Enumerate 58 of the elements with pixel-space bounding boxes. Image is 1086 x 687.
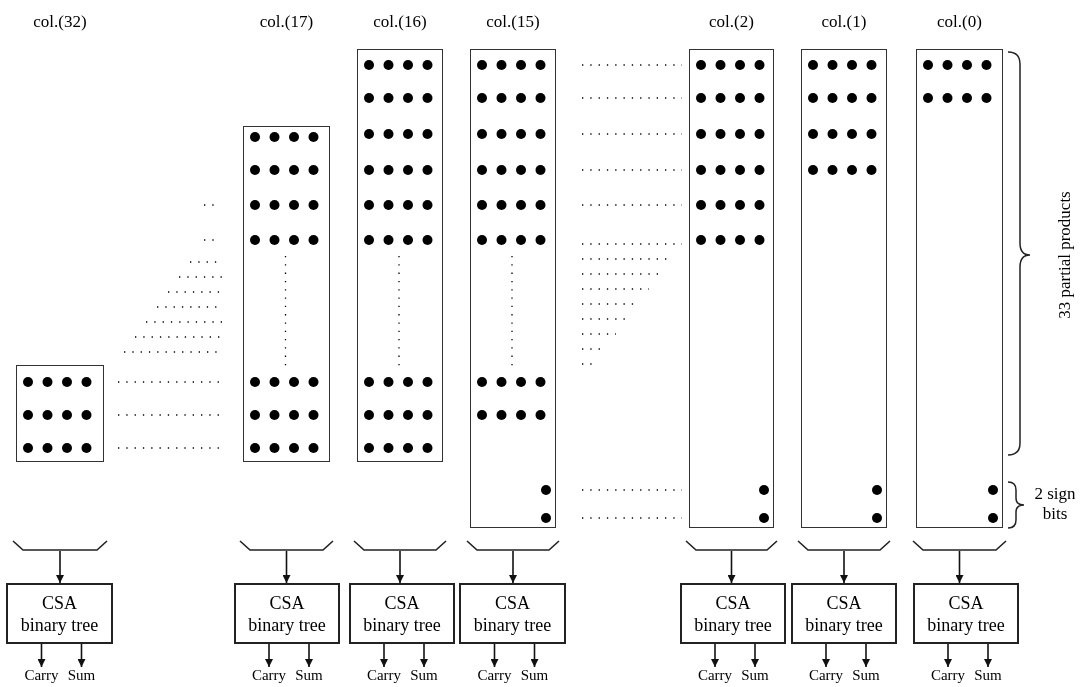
arrow — [265, 643, 273, 668]
output-label: Sum — [739, 667, 771, 683]
column-heading: col.(16) — [372, 12, 428, 32]
arrow — [396, 550, 404, 584]
arrow — [305, 643, 313, 668]
output-label: Sum — [972, 667, 1004, 683]
column-heading: col.(32) — [32, 12, 88, 32]
output-label: Carry — [928, 667, 968, 683]
arrow — [984, 643, 992, 668]
output-label: Carry — [474, 667, 515, 683]
arrow — [490, 643, 499, 668]
arrow — [840, 550, 848, 584]
output-label: Carry — [695, 667, 735, 683]
adder-tree-box: CSA binary tree — [680, 583, 786, 644]
arrow — [37, 643, 46, 668]
output-label: Sum — [65, 667, 98, 683]
column-heading: col.(0) — [936, 12, 983, 32]
output-label: Carry — [21, 667, 62, 683]
output-label: Sum — [518, 667, 551, 683]
column-heading: col.(15) — [485, 12, 541, 32]
arrow — [862, 643, 870, 668]
arrow — [711, 643, 719, 668]
column-box — [16, 365, 104, 462]
arrow — [955, 550, 964, 584]
output-label: Carry — [806, 667, 846, 683]
adder-tree-box: CSA binary tree — [6, 583, 113, 644]
output-label: Carry — [249, 667, 289, 683]
adder-tree-box: CSA binary tree — [459, 583, 566, 644]
arrow — [77, 643, 86, 668]
arrow — [822, 643, 830, 668]
arrow — [944, 643, 952, 668]
adder-tree-box: CSA binary tree — [913, 583, 1019, 644]
adder-tree-box: CSA binary tree — [349, 583, 455, 644]
column-box — [801, 49, 887, 528]
output-label: Sum — [293, 667, 325, 683]
column-box — [689, 49, 774, 528]
arrow — [56, 550, 64, 584]
arrow — [282, 550, 291, 584]
arrow — [751, 643, 759, 668]
column-heading: col.(2) — [708, 12, 755, 32]
arrow — [380, 643, 388, 668]
column-heading: col.(17) — [258, 12, 315, 32]
arrow — [727, 550, 736, 584]
output-label: Sum — [850, 667, 882, 683]
output-label: Sum — [408, 667, 440, 683]
output-label: Carry — [364, 667, 404, 683]
column-box — [916, 49, 1003, 528]
arrow — [420, 643, 428, 668]
adder-tree-box: CSA binary tree — [791, 583, 897, 644]
column-heading: col.(1) — [820, 12, 868, 32]
bracket-label: 33 partial products — [1055, 191, 1075, 319]
arrow — [509, 550, 517, 584]
column-box — [357, 49, 443, 462]
column-box — [470, 49, 556, 528]
arrow — [530, 643, 539, 668]
column-box — [243, 126, 330, 462]
adder-tree-box: CSA binary tree — [234, 583, 340, 644]
bracket-label: 2 sign bits — [1033, 484, 1077, 524]
